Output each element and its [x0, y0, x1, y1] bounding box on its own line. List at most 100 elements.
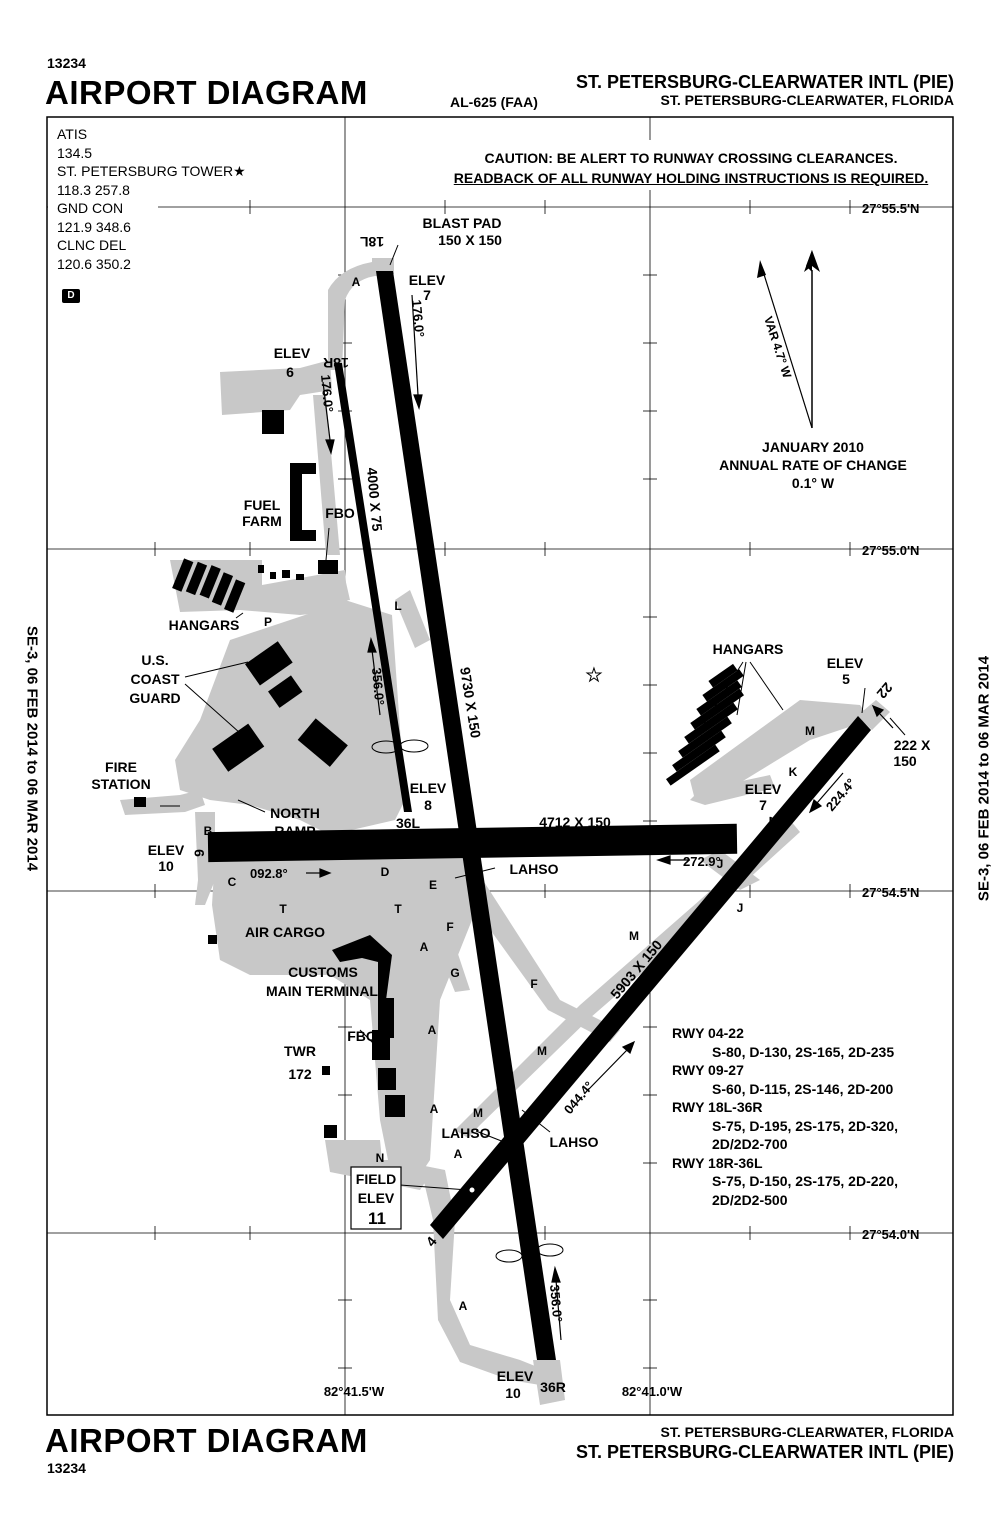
runway-9-27 [207, 823, 738, 863]
taxiway-label: A [420, 940, 429, 954]
rwy-note-title: RWY 18L-36R [672, 1099, 763, 1115]
building [258, 565, 264, 573]
footer-title: AIRPORT DIAGRAM [45, 1422, 368, 1459]
taxiway-label: P [264, 615, 272, 629]
elev-value: 10 [505, 1385, 521, 1401]
blast-pad-22 [857, 700, 890, 730]
taxiway-label: A [428, 1023, 437, 1037]
beacon-icon: ★ [586, 665, 602, 685]
taxiway-label: M [805, 724, 815, 738]
elev-label: ELEV [409, 272, 446, 288]
building [270, 572, 276, 579]
elev-label: ELEV [410, 780, 447, 796]
leader-lines [160, 244, 906, 1191]
hangars-label: HANGARS [713, 641, 784, 657]
freq-tower-label: ST. PETERSBURG TOWER★ [57, 163, 246, 179]
page-title: AIRPORT DIAGRAM [45, 74, 368, 111]
bearing-label: 272.9° [683, 854, 721, 869]
field-elev-label: ELEV [358, 1190, 395, 1206]
taxiway-label: J [737, 901, 744, 915]
building [372, 1030, 390, 1060]
bearing-label: 356.0° [369, 667, 387, 706]
customs-label: CUSTOMS [288, 964, 358, 980]
north-arrow-icon [804, 250, 820, 428]
elev-label: ELEV [827, 655, 864, 671]
taxiway-label: T [394, 902, 402, 916]
rwy-note-values: 2D/2D2-700 [712, 1136, 788, 1152]
fuel-farm-label: FARM [242, 513, 282, 529]
taxiway-label: K [789, 765, 798, 779]
fbo-label: FBO [347, 1028, 377, 1044]
north-ramp-label: RAMP [274, 823, 315, 839]
magnetic-variation-arrow [757, 260, 813, 429]
runway-weight-notes: RWY 04-22 S-80, D-130, 2S-165, 2D-235 RW… [672, 1024, 898, 1209]
coast-guard-label: U.S. [141, 652, 168, 668]
north-ramp [175, 600, 405, 835]
fire-station-link [120, 790, 205, 815]
field-elev-label: FIELD [356, 1171, 396, 1187]
north-ramp-label: NORTH [270, 805, 320, 821]
taxiway-label: A [454, 1147, 463, 1161]
rwy-note-values: S-60, D-115, 2S-146, 2D-200 [712, 1080, 894, 1097]
declination-rate-label: ANNUAL RATE OF CHANGE [719, 457, 907, 473]
buildings [134, 410, 744, 1138]
frequency-list: ATIS 134.5 ST. PETERSBURG TOWER★ 118.3 2… [57, 125, 246, 273]
freq-atis-value: 134.5 [57, 144, 93, 161]
declination-bg [700, 435, 930, 490]
elev-label: ELEV [745, 781, 782, 797]
taxiway-label: M [473, 1106, 483, 1120]
runway-36l-label: 36L [396, 815, 421, 831]
lahso-label: LAHSO [550, 1134, 599, 1150]
blast-pad-22-size: 150 [893, 753, 917, 769]
air-cargo-label: AIR CARGO [245, 924, 325, 940]
blast-pad-22-label: 222 X [894, 737, 931, 753]
taxiway-label: F [446, 920, 453, 934]
notes-bg [665, 1015, 940, 1215]
taxiway-k [690, 775, 775, 805]
elev-value: 7 [423, 287, 431, 303]
fire-station-label: STATION [91, 776, 150, 792]
runway-dimensions-label: 4000 X 75 [364, 467, 386, 532]
rwy-36r-hold [533, 1360, 565, 1405]
taxiway-label: T [279, 902, 287, 916]
runway-18l-36r [376, 271, 556, 1360]
blast-pad-size: 150 X 150 [438, 232, 502, 248]
lat-label: 27°54.5'N [862, 885, 919, 900]
caution-line-1: CAUTION: BE ALERT TO RUNWAY CROSSING CLE… [484, 150, 898, 166]
rwy-note-title: RWY 04-22 [672, 1025, 744, 1041]
tower [322, 1066, 330, 1075]
tower-elev: 172 [288, 1066, 312, 1082]
taxiway-label: L [394, 599, 401, 613]
freq-clnc-value: 120.6 350.2 [57, 255, 131, 272]
lon-label: 82°41.0'W [622, 1384, 683, 1399]
east-hangar-apron [690, 700, 870, 800]
hangars-label: HANGARS [169, 617, 240, 633]
fbo-label: FBO [325, 505, 355, 521]
chart-code-top: 13234 [47, 55, 86, 71]
chart-code-bottom: 13234 [47, 1460, 86, 1476]
taxiway-label: C [228, 875, 237, 889]
taxiway-label: N [376, 1151, 385, 1165]
rwy-note-values: 2D/2D2-500 [712, 1191, 788, 1208]
elev-label: ELEV [274, 345, 311, 361]
main-terminal [332, 935, 392, 1000]
lahso-label: LAHSO [442, 1125, 491, 1141]
airport-name: ST. PETERSBURG-CLEARWATER INTL (PIE) [575, 72, 954, 92]
coast-guard-label: GUARD [129, 690, 180, 706]
freq-clnc-label: CLNC DEL [57, 237, 127, 253]
building [378, 998, 394, 1038]
taxiway-n [325, 1140, 430, 1190]
runway-22-label: 22 [873, 680, 895, 702]
runway-27-label: 27 [766, 816, 782, 832]
airport-city: ST. PETERSBURG-CLEARWATER, FLORIDA [660, 92, 955, 108]
fuel-farm-label: FUEL [244, 497, 281, 513]
runways [207, 271, 871, 1360]
runway-18r-label: 18R [323, 355, 349, 371]
taxiway-label: A [430, 1102, 439, 1116]
taxiway-label: F [530, 977, 537, 991]
freq-atis-label: ATIS [57, 126, 88, 142]
building [282, 570, 290, 578]
runway-36r-label: 36R [540, 1379, 566, 1395]
taxiway-p [265, 578, 350, 610]
